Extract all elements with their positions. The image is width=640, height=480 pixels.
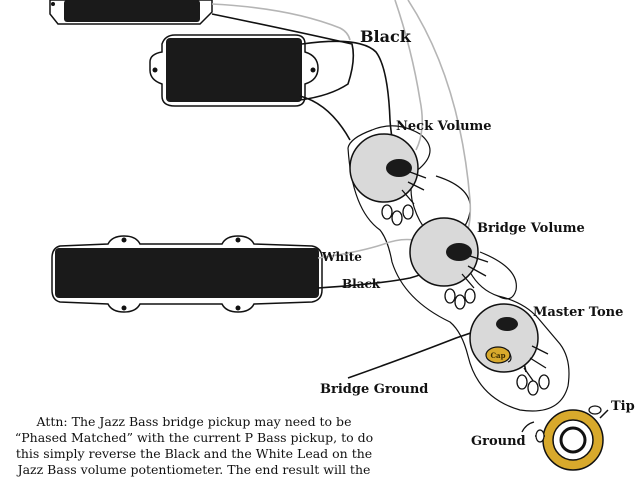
capacitor-label: Cap — [490, 351, 505, 360]
label-ground: Ground — [471, 434, 526, 449]
bridge-volume-pot — [409, 217, 489, 310]
p-bass-pickup-bottom-half — [149, 34, 319, 107]
jazz-bass-bridge-pickup — [51, 235, 323, 313]
label-bridge-ground: Bridge Ground — [320, 382, 428, 397]
phase-note: Attn: The Jazz Bass bridge pickup may ne… — [14, 414, 374, 480]
label-white: White — [321, 250, 362, 264]
label-black-mid: Black — [342, 277, 381, 291]
output-jack — [521, 405, 609, 471]
label-bridge-volume: Bridge Volume — [477, 221, 585, 236]
tone-capacitor: Cap — [485, 346, 512, 364]
label-neck-volume: Neck Volume — [396, 119, 492, 134]
label-tip: Tip — [611, 399, 635, 414]
neck-volume-pot — [349, 133, 427, 226]
p-bass-pickup-top-half — [49, 0, 213, 25]
label-black-top: Black — [360, 27, 412, 46]
label-master-tone: Master Tone — [533, 305, 623, 320]
